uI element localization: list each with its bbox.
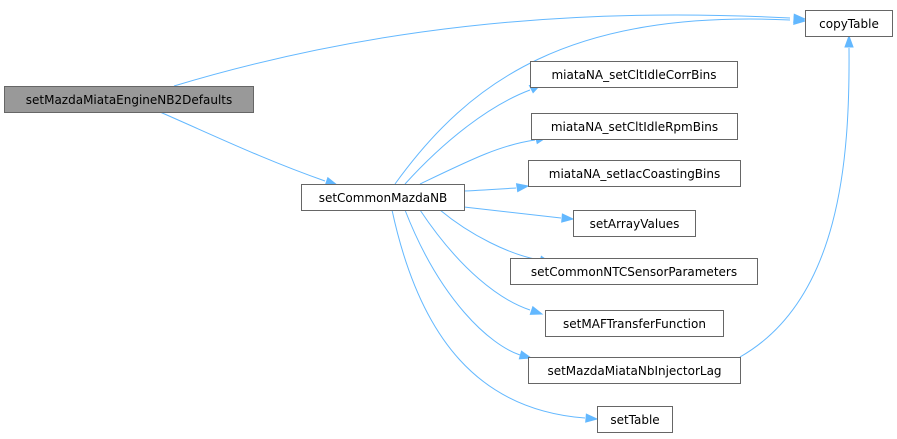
node-box[interactable]	[510, 258, 758, 285]
node-box[interactable]	[528, 160, 741, 187]
node-box[interactable]	[528, 357, 741, 384]
arrowhead-icon	[529, 305, 544, 315]
edge-common-to-cltIdleCorr	[404, 83, 543, 185]
node-ntc[interactable]: setCommonNTCSensorParameters	[510, 258, 758, 285]
node-common[interactable]: setCommonMazdaNB	[301, 184, 465, 211]
node-label: miataNA_setCltIdleCorrBins	[551, 68, 716, 82]
node-label: setTable	[610, 413, 659, 427]
edge-common-to-maf	[419, 209, 544, 315]
edge-line	[404, 89, 531, 185]
edge-common-to-cltIdleRpm	[419, 135, 549, 185]
edge-line	[419, 209, 531, 311]
edge-common-to-iacCoasting	[463, 183, 530, 193]
node-copyTable[interactable]: copyTable	[805, 10, 893, 37]
edge-line	[463, 187, 517, 192]
node-label: setMazdaMiataEngineNB2Defaults	[26, 93, 232, 107]
node-label: miataNA_setIacCoastingBins	[549, 167, 720, 181]
node-box[interactable]	[530, 61, 738, 88]
node-box[interactable]	[301, 184, 465, 211]
node-setTable[interactable]: setTable	[597, 406, 673, 433]
node-label: setMAFTransferFunction	[563, 317, 706, 331]
node-cltIdleCorr[interactable]: miataNA_setCltIdleCorrBins	[530, 61, 738, 88]
edge-common-to-setTable	[391, 209, 599, 423]
edge-line	[404, 209, 521, 356]
node-box[interactable]	[597, 406, 673, 433]
edge-common-to-copyTable	[394, 15, 807, 185]
edge-line	[391, 209, 586, 419]
node-label: setMazdaMiataNbInjectorLag	[547, 364, 721, 378]
node-arrayValues[interactable]: setArrayValues	[573, 210, 696, 237]
edge-injLag-to-copyTable	[739, 34, 854, 358]
node-label: setArrayValues	[590, 217, 680, 231]
nodes-layer: setMazdaMiataEngineNB2Defaults setCommonM…	[4, 10, 893, 433]
node-label: setCommonMazdaNB	[319, 191, 448, 205]
arrowhead-icon	[515, 183, 530, 193]
edge-line	[439, 209, 541, 261]
node-injLag[interactable]: setMazdaMiataNbInjectorLag	[528, 357, 741, 384]
edge-line	[463, 206, 562, 219]
edge-line	[394, 18, 791, 185]
arrowhead-icon	[793, 15, 807, 25]
arrowhead-icon	[518, 350, 533, 360]
edge-common-to-ntc	[439, 209, 553, 265]
edge-line	[739, 47, 850, 358]
arrowhead-icon	[561, 213, 575, 223]
node-box[interactable]	[545, 310, 724, 337]
arrowhead-icon	[844, 34, 854, 48]
edge-line	[419, 139, 536, 185]
node-box[interactable]	[573, 210, 696, 237]
edge-common-to-arrayValues	[463, 206, 575, 223]
node-cltIdleRpm[interactable]: miataNA_setCltIdleRpmBins	[531, 113, 738, 140]
node-box[interactable]	[4, 86, 254, 113]
edge-line	[159, 111, 326, 182]
node-label: setCommonNTCSensorParameters	[531, 265, 737, 279]
node-box[interactable]	[531, 113, 738, 140]
node-root[interactable]: setMazdaMiataEngineNB2Defaults	[4, 86, 254, 113]
node-label: miataNA_setCltIdleRpmBins	[551, 120, 718, 134]
edge-root-to-common	[159, 111, 339, 186]
node-iacCoasting[interactable]: miataNA_setIacCoastingBins	[528, 160, 741, 187]
edges-layer	[159, 13, 854, 423]
edge-line	[173, 14, 791, 87]
node-label: copyTable	[819, 17, 879, 31]
edge-common-to-injLag	[404, 209, 533, 360]
arrowhead-icon	[585, 413, 599, 423]
node-maf[interactable]: setMAFTransferFunction	[545, 310, 724, 337]
node-box[interactable]	[805, 10, 893, 37]
